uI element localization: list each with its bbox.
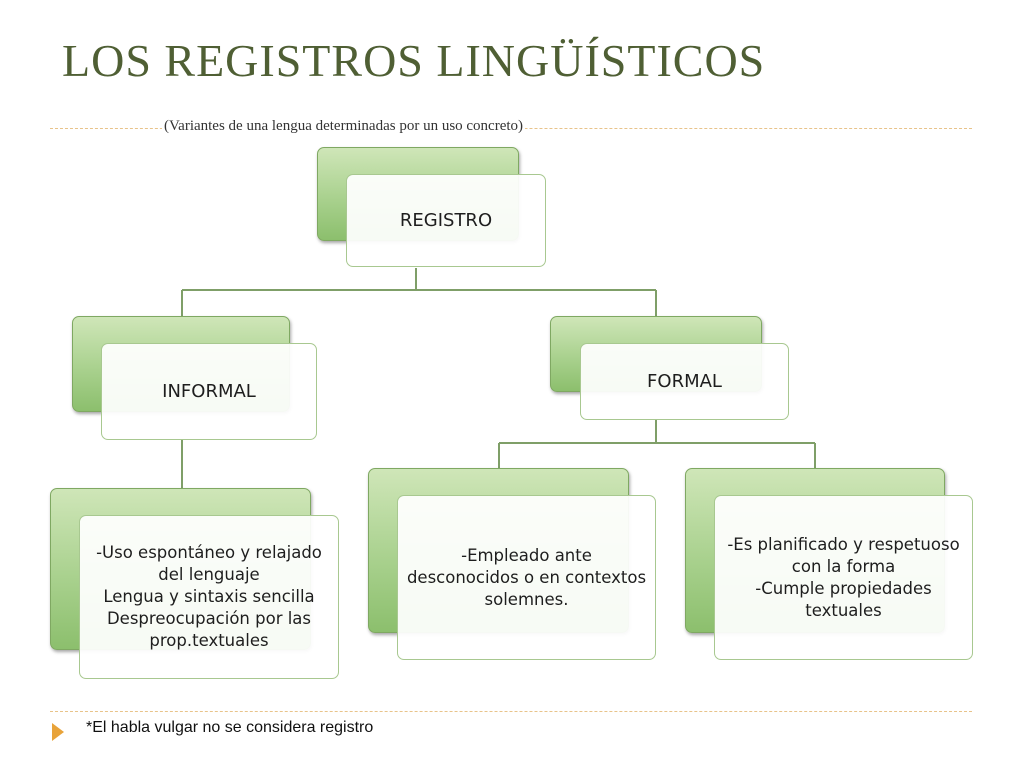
subtitle-row: (Variantes de una lengua determinadas po… — [50, 118, 972, 140]
formal-detail-2-line-1: -Es planificado y respetuoso con la form… — [727, 534, 960, 576]
informal-node-label: INFORMAL — [162, 381, 256, 402]
registro-node-label: REGISTRO — [399, 210, 493, 231]
formal-detail-2-box: -Es planificado y respetuoso con la form… — [714, 495, 973, 660]
formal-node-label: FORMAL — [647, 371, 722, 392]
informal-node: INFORMAL — [101, 343, 317, 440]
page-title: LOS REGISTROS LINGÜÍSTICOS — [62, 35, 766, 86]
connector-formal-children — [498, 420, 816, 468]
informal-detail-line-3: Despreocupación por las prop.textuales — [106, 609, 312, 650]
formal-node: FORMAL — [580, 343, 789, 420]
page-subtitle: (Variantes de una lengua determinadas po… — [162, 118, 526, 135]
informal-detail-box: -Uso espontáneo y relajado del lenguaje … — [79, 515, 339, 679]
connector-registro-children — [181, 268, 657, 316]
informal-detail-line-1: -Uso espontáneo y relajado del lenguaje — [96, 543, 322, 584]
formal-detail-2-line-2: -Cumple propiedades textuales — [755, 578, 932, 620]
registro-node: REGISTRO — [346, 174, 546, 267]
formal-detail-1-line-1: -Empleado ante desconocidos o en context… — [406, 545, 647, 609]
informal-detail-line-2: Lengua y sintaxis sencilla — [103, 587, 315, 606]
footer-note: *El habla vulgar no se considera registr… — [86, 719, 374, 736]
formal-detail-1-box: -Empleado ante desconocidos o en context… — [397, 495, 656, 660]
arrow-bullet-icon — [52, 723, 64, 741]
footer-divider — [50, 711, 972, 712]
